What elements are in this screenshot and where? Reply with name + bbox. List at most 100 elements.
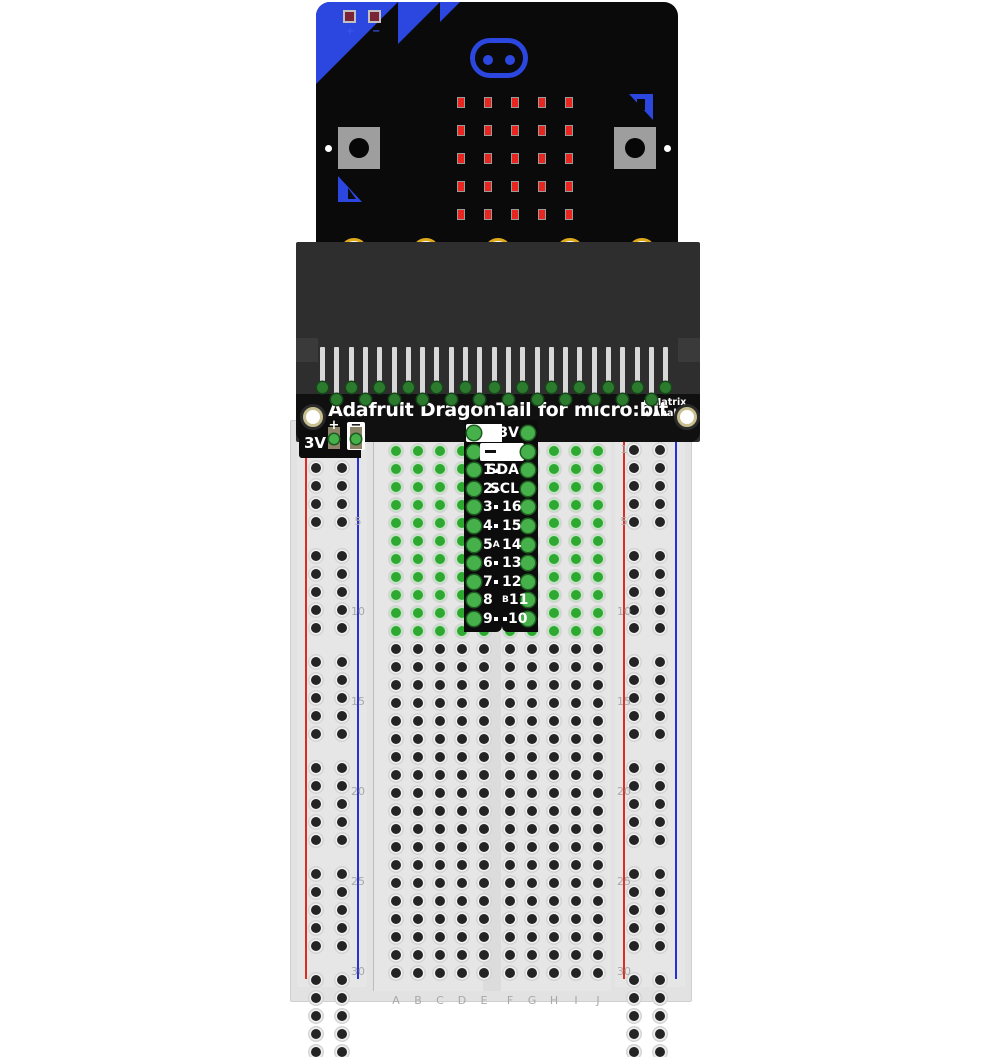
- breadboard-hole-J27: [593, 914, 603, 924]
- breadboard-hole-B7: [413, 554, 423, 564]
- breadboard-hole-I7: [571, 554, 581, 564]
- pin-label-left-7: 7: [483, 573, 499, 591]
- button-b-contact: [664, 145, 671, 152]
- pin-label-left-2: 2: [483, 480, 501, 498]
- rail-hole-right-g2-1-0: [629, 675, 639, 685]
- breadboard-hole-H29: [549, 950, 559, 960]
- rail-hole-left-g3-3-0: [311, 817, 321, 827]
- rail-hole-left-g5-0-1: [337, 975, 347, 985]
- rail-hole-left-g5-4-1: [337, 1047, 347, 1057]
- breadboard-hole-C20: [435, 788, 445, 798]
- breadboard-hole-B26: [413, 896, 423, 906]
- breadboard-hole-D3: [457, 482, 467, 492]
- edge-finger-pin-22: [631, 382, 643, 393]
- breadboard-column-label-A: A: [392, 994, 400, 1007]
- battery-pad-plus: [343, 10, 356, 23]
- breadboard-hole-D27: [457, 914, 467, 924]
- breadboard-hole-I29: [571, 950, 581, 960]
- power-pad-minus: −: [347, 419, 365, 450]
- breadboard-hole-H25: [549, 878, 559, 888]
- rail-hole-left-g1-1-1: [337, 569, 347, 579]
- breadboard-hole-E28: [479, 932, 489, 942]
- rail-hole-right-g2-4-1: [655, 729, 665, 739]
- breadboard-hole-A15: [391, 698, 401, 708]
- mounting-hole-right: [674, 404, 700, 430]
- breadboard-hole-E21: [479, 806, 489, 816]
- breadboard-hole-D21: [457, 806, 467, 816]
- breadboard-row-number-right-10: 10: [617, 605, 631, 618]
- breadboard-hole-A20: [391, 788, 401, 798]
- gnd-dash-icon-right: [485, 449, 496, 454]
- led-matrix-pixel-r2c1: [457, 125, 465, 136]
- breadboard-hole-B9: [413, 590, 423, 600]
- breadboard-hole-J12: [593, 644, 603, 654]
- edge-finger-8: [434, 347, 440, 385]
- breadboard-hole-J23: [593, 842, 603, 852]
- rail-hole-right-g4-0-0: [629, 869, 639, 879]
- edge-finger-pin-11: [474, 394, 486, 405]
- breadboard-hole-E18: [479, 752, 489, 762]
- rail-hole-right-g0-4-0: [629, 517, 639, 527]
- breadboard-hole-J24: [593, 860, 603, 870]
- breadboard-hole-H24: [549, 860, 559, 870]
- edge-finger-22: [634, 347, 640, 385]
- edge-finger-pin-17: [560, 394, 572, 405]
- breadboard-hole-A16: [391, 716, 401, 726]
- pin-row-right-1: [480, 442, 538, 461]
- breadboard-hole-G21: [527, 806, 537, 816]
- button-a[interactable]: [338, 127, 380, 169]
- rail-hole-right-g0-4-1: [655, 517, 665, 527]
- led-matrix-pixel-r5c3: [511, 209, 519, 220]
- breadboard-hole-C29: [435, 950, 445, 960]
- microbit-board: + −: [316, 2, 678, 250]
- rail-hole-right-g1-1-1: [655, 569, 665, 579]
- rail-hole-left-g1-2-0: [311, 587, 321, 597]
- rail-hole-left-g4-0-1: [337, 869, 347, 879]
- rail-line-positive-left: [305, 439, 307, 979]
- breadboard-row-number-left-5: 5: [354, 515, 362, 528]
- breadboard-hole-J9: [593, 590, 603, 600]
- triangle-marker-icon: [643, 410, 650, 416]
- pin-column-left: 012345A6789: [464, 420, 520, 632]
- breadboard-hole-B6: [413, 536, 423, 546]
- breadboard-hole-C15: [435, 698, 445, 708]
- breadboard-hole-H21: [549, 806, 559, 816]
- breadboard-hole-C30: [435, 968, 445, 978]
- pin-label-right-15: 15: [502, 518, 522, 534]
- rail-hole-right-g4-0-1: [655, 869, 665, 879]
- rail-hole-right-g1-2-0: [629, 587, 639, 597]
- breadboard-hole-J16: [593, 716, 603, 726]
- breadboard-hole-I8: [571, 572, 581, 582]
- pin-label-right-3V: 3V: [498, 425, 519, 441]
- edge-finger-pin-4: [374, 382, 386, 393]
- led-matrix-pixel-r1c5: [565, 97, 573, 108]
- rail-hole-left-g5-1-1: [337, 993, 347, 1003]
- led-matrix-pixel-r2c2: [484, 125, 492, 136]
- edge-finger-0: [320, 347, 325, 385]
- rail-hole-left-g2-4-1: [337, 729, 347, 739]
- battery-minus-label: −: [372, 26, 381, 37]
- rail-hole-right-g5-4-1: [655, 1047, 665, 1057]
- breadboard-hole-J11: [593, 626, 603, 636]
- button-b[interactable]: [614, 127, 656, 169]
- led-matrix-pixel-r4c1: [457, 181, 465, 192]
- edge-finger-9: [448, 347, 454, 397]
- pin-dot-left-5: [467, 519, 481, 533]
- square-marker-icon: [493, 524, 498, 528]
- breadboard-hole-D29: [457, 950, 467, 960]
- breadboard-hole-E23: [479, 842, 489, 852]
- breadboard-hole-B15: [413, 698, 423, 708]
- rail-hole-left-g1-3-0: [311, 605, 321, 615]
- breadboard-hole-B22: [413, 824, 423, 834]
- breadboard-hole-J3: [593, 482, 603, 492]
- edge-finger-pin-15: [531, 394, 543, 405]
- breadboard-hole-C26: [435, 896, 445, 906]
- breadboard-hole-I4: [571, 500, 581, 510]
- edge-finger-4: [377, 347, 383, 385]
- pin-row-left-5: 4: [464, 517, 502, 535]
- rail-hole-right-g5-3-0: [629, 1029, 639, 1039]
- breadboard-hole-C8: [435, 572, 445, 582]
- breadboard-hole-B13: [413, 662, 423, 672]
- pin-row-right-8: 12: [502, 573, 538, 591]
- breadboard-hole-C2: [435, 464, 445, 474]
